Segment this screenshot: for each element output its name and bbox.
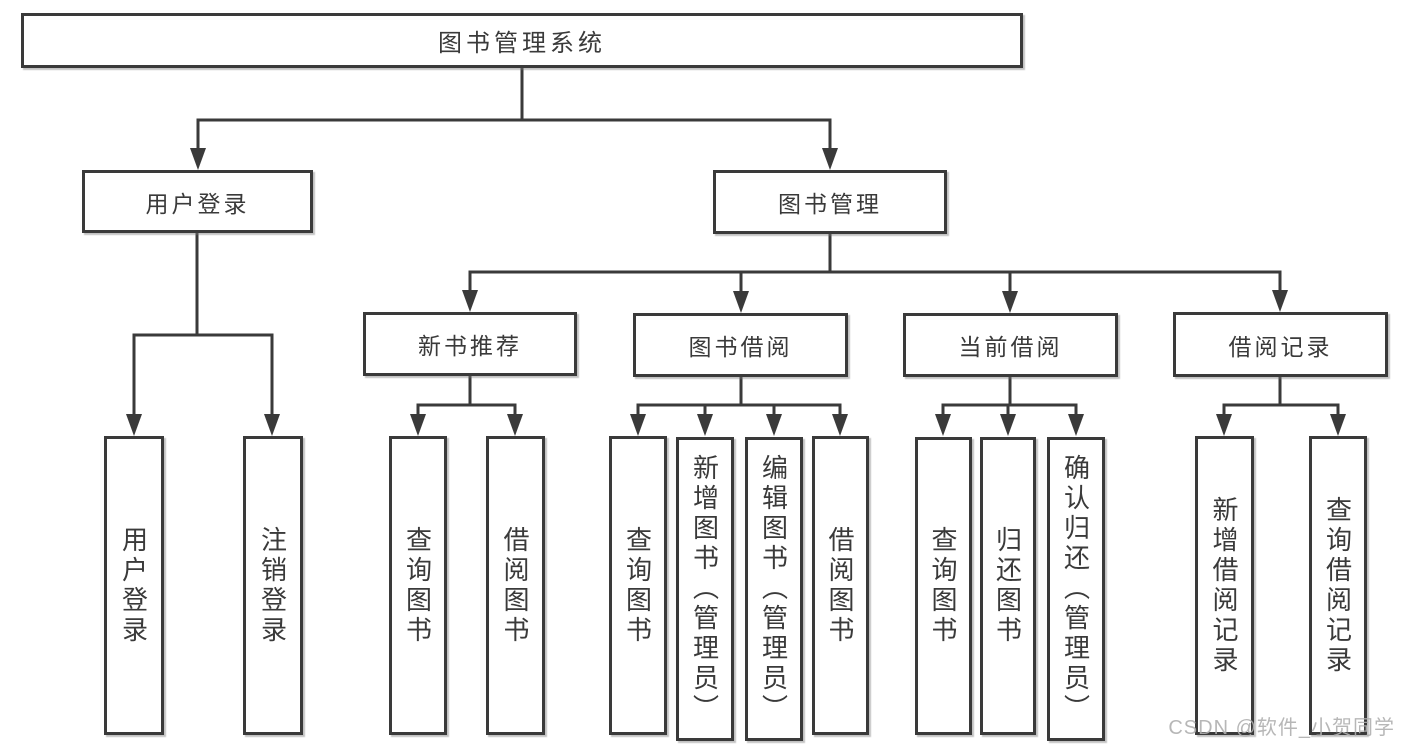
leaf-edit-book-admin: 编辑图书（管理员） (745, 437, 803, 741)
leaf-confirm-return-admin-label: 确认归还（管理员） (1060, 454, 1091, 724)
connector-book-mgmt-children (462, 234, 1288, 313)
leaf-return-book: 归还图书 (980, 437, 1036, 735)
leaf-query-book-borrow: 查询图书 (609, 436, 667, 735)
leaf-query-book-recommend-label: 查询图书 (402, 525, 433, 646)
connector-borrow-records-children (1216, 377, 1346, 436)
node-book-management-label: 图书管理 (778, 191, 882, 217)
connector-new-book-rec-children (410, 376, 523, 436)
node-book-borrow: 图书借阅 (633, 313, 848, 377)
leaf-add-book-admin: 新增图书（管理员） (676, 437, 734, 741)
connector-book-borrow-children (630, 377, 848, 436)
leaf-query-borrow-record-label: 查询借阅记录 (1322, 495, 1353, 676)
leaf-query-book-current: 查询图书 (915, 437, 972, 735)
leaf-add-borrow-record-label: 新增借阅记录 (1209, 495, 1239, 676)
leaf-user-login: 用户登录 (104, 436, 164, 735)
node-borrow-records: 借阅记录 (1173, 312, 1388, 377)
node-current-borrow-label: 当前借阅 (958, 334, 1063, 360)
leaf-user-login-label: 用户登录 (118, 525, 149, 646)
connector-user-login-children (126, 233, 280, 436)
node-user-login-label: 用户登录 (145, 190, 250, 217)
leaf-borrow-book: 借阅图书 (812, 436, 869, 735)
node-new-book-recommend: 新书推荐 (363, 312, 577, 376)
leaf-edit-book-admin-label: 编辑图书（管理员） (758, 454, 789, 724)
connector-root-to-level1 (190, 68, 838, 170)
node-library-system-label: 图书管理系统 (438, 30, 606, 57)
node-library-system: 图书管理系统 (21, 13, 1023, 68)
leaf-query-borrow-record: 查询借阅记录 (1309, 436, 1367, 735)
connector-current-borrow-children (935, 377, 1084, 436)
leaf-return-book-label: 归还图书 (992, 526, 1023, 646)
csdn-watermark: CSDN @软件_小贺同学 (1168, 717, 1395, 739)
leaf-add-book-admin-label: 新增图书（管理员） (689, 454, 720, 724)
leaf-borrow-book-label: 借阅图书 (825, 525, 855, 646)
node-book-management: 图书管理 (713, 170, 947, 234)
leaf-confirm-return-admin: 确认归还（管理员） (1047, 437, 1105, 741)
node-book-borrow-label: 图书借阅 (688, 334, 793, 360)
leaf-logout: 注销登录 (243, 436, 303, 735)
node-borrow-records-label: 借阅记录 (1228, 333, 1333, 360)
node-user-login: 用户登录 (82, 170, 313, 233)
node-current-borrow: 当前借阅 (903, 313, 1118, 377)
node-new-book-recommend-label: 新书推荐 (418, 333, 522, 359)
leaf-add-borrow-record: 新增借阅记录 (1195, 436, 1254, 735)
leaf-query-book-borrow-label: 查询图书 (622, 525, 653, 646)
leaf-logout-label: 注销登录 (257, 525, 288, 646)
leaf-borrow-book-recommend: 借阅图书 (486, 436, 545, 735)
leaf-query-book-current-label: 查询图书 (928, 526, 958, 646)
leaf-query-book-recommend: 查询图书 (389, 436, 447, 735)
leaf-borrow-book-recommend-label: 借阅图书 (500, 525, 530, 646)
